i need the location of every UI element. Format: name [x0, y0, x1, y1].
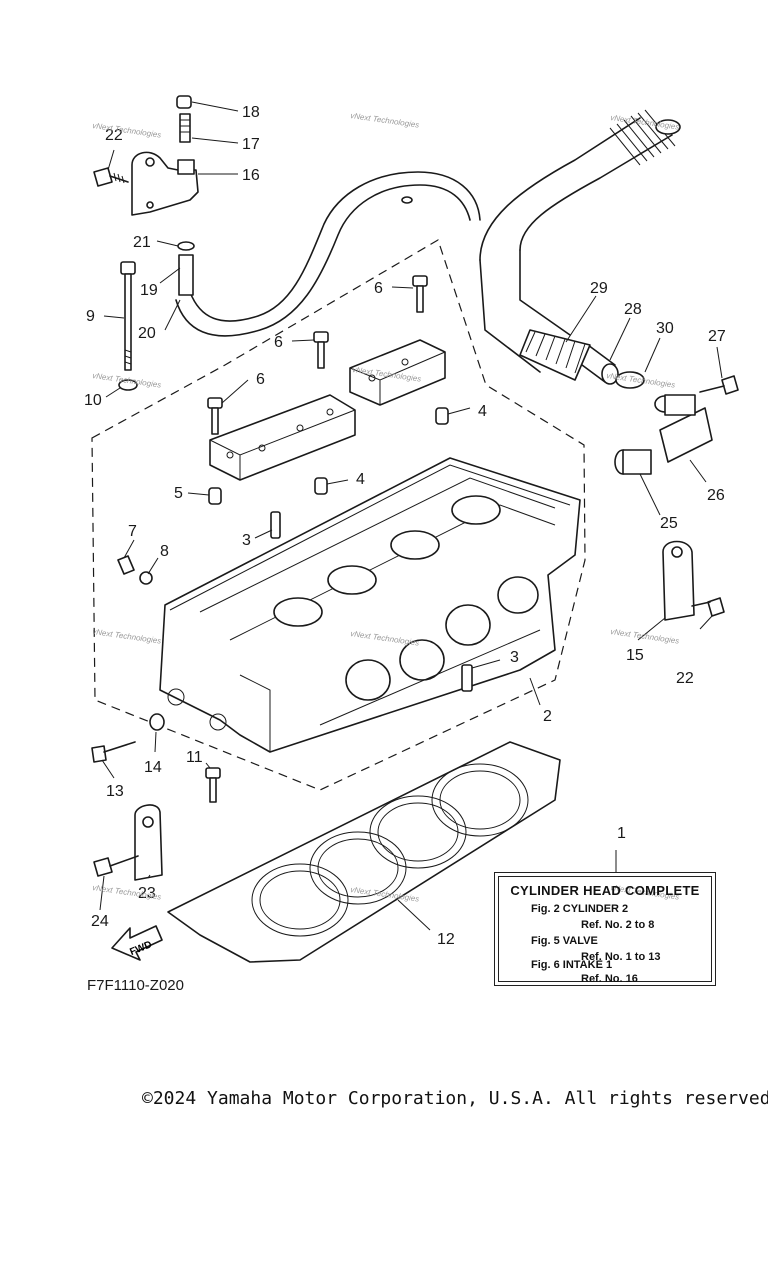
- callout-20: 20: [138, 325, 156, 342]
- callout-26: 26: [707, 487, 725, 504]
- clamp-30: [615, 371, 645, 389]
- hose-29: [519, 329, 591, 381]
- dowel-5: [208, 487, 222, 505]
- callout-22-right: 22: [676, 670, 694, 687]
- watermark: vNext Technologies: [92, 627, 162, 646]
- callout-2: 2: [543, 708, 552, 725]
- fwd-arrow: FWD: [111, 925, 163, 961]
- callout-6-b: 6: [274, 334, 283, 351]
- callout-28: 28: [624, 301, 642, 318]
- dowel-4-a: [435, 407, 449, 425]
- gasket-12: [167, 741, 561, 963]
- callout-3-top: 3: [242, 532, 251, 549]
- intake-hose: [479, 109, 681, 373]
- bracket-16: [131, 151, 199, 216]
- callout-21: 21: [133, 234, 151, 251]
- sensor-3-bottom: [461, 664, 473, 692]
- watermark: vNext Technologies: [92, 121, 162, 140]
- watermark: vNext Technologies: [610, 113, 680, 132]
- bolt-6-b: [313, 331, 329, 369]
- bracket-23: [134, 804, 163, 881]
- bolt-6-a: [207, 397, 223, 435]
- callout-3-bottom: 3: [510, 649, 519, 666]
- callout-17: 17: [242, 136, 260, 153]
- watermark: vNext Technologies: [610, 627, 680, 646]
- diagram-code: F7F1110-Z020: [87, 977, 184, 994]
- leader-lines: [99, 101, 723, 931]
- callout-6-a: 6: [256, 371, 265, 388]
- reference-line: Fig. 6 INTAKE 1: [531, 959, 613, 971]
- sensor-3-top: [270, 511, 281, 539]
- clamp-21: [177, 241, 195, 251]
- callout-19: 19: [140, 282, 158, 299]
- washer-14: [149, 713, 165, 731]
- reference-box-inner: CYLINDER HEAD COMPLETE Fig. 2 CYLINDER 2…: [498, 876, 712, 985]
- reference-line: Fig. 2 CYLINDER 2: [531, 903, 629, 915]
- bolt-24: [93, 855, 139, 877]
- callout-13: 13: [106, 783, 124, 800]
- reference-line: Fig. 5 VALVE: [531, 935, 598, 947]
- breather-hose: [175, 171, 481, 337]
- callout-1: 1: [617, 825, 626, 842]
- callout-15: 15: [626, 647, 644, 664]
- reference-title: CYLINDER HEAD COMPLETE: [510, 883, 700, 898]
- callout-29: 29: [590, 280, 608, 297]
- callout-25: 25: [660, 515, 678, 532]
- assembly-boundary: [91, 239, 586, 791]
- callout-8: 8: [160, 543, 169, 560]
- washer-10: [118, 379, 138, 391]
- plug-7: [117, 555, 135, 575]
- hose-19: [178, 254, 194, 296]
- reference-box: CYLINDER HEAD COMPLETE Fig. 2 CYLINDER 2…: [494, 872, 716, 986]
- bolt-13: [91, 741, 136, 763]
- bolt-11: [205, 767, 221, 803]
- copyright-notice: ©2024 Yamaha Motor Corporation, U.S.A. A…: [142, 1088, 768, 1109]
- cylinder-head-2: [159, 457, 581, 753]
- callout-12: 12: [437, 931, 455, 948]
- cam-cap-right: [349, 339, 446, 406]
- callout-14: 14: [144, 759, 162, 776]
- callout-30: 30: [656, 320, 674, 337]
- reference-line: Ref. No. 16: [581, 973, 638, 985]
- dowel-4-b: [314, 477, 328, 495]
- reference-line: Ref. No. 2 to 8: [581, 919, 655, 931]
- washer-8: [139, 571, 153, 585]
- reference-line: Ref. No. 1 to 13: [581, 951, 661, 963]
- callout-16: 16: [242, 167, 260, 184]
- thermostat-cover-26: [654, 394, 713, 463]
- callout-9: 9: [86, 308, 95, 325]
- bolt-9: [120, 261, 136, 371]
- callout-4-top: 4: [478, 403, 487, 420]
- callout-4-mid: 4: [356, 471, 365, 488]
- callout-6-c: 6: [374, 280, 383, 297]
- bracket-15: [662, 540, 695, 621]
- callout-23: 23: [138, 885, 156, 902]
- cam-cap-left: [209, 394, 356, 481]
- callout-11: 11: [186, 749, 203, 766]
- watermark: vNext Technologies: [606, 371, 676, 390]
- callout-7: 7: [128, 523, 137, 540]
- callout-10: 10: [84, 392, 102, 409]
- bolt-27: [699, 375, 739, 395]
- bolt-6-c: [412, 275, 428, 313]
- callout-24: 24: [91, 913, 109, 930]
- bolt-22-right: [691, 597, 725, 617]
- callout-18: 18: [242, 104, 260, 121]
- thermostat-25: [614, 449, 652, 475]
- callouts: 1 2 3 3 4 4 5 6 6 6 7 8 9 10 11 12 13 14…: [84, 104, 726, 948]
- cap-18: [176, 95, 192, 109]
- callout-27: 27: [708, 328, 726, 345]
- watermark: vNext Technologies: [350, 111, 420, 130]
- callout-5: 5: [174, 485, 183, 502]
- fitting-17: [179, 113, 191, 143]
- bolt-22-top: [93, 167, 129, 187]
- callout-22-top: 22: [105, 127, 123, 144]
